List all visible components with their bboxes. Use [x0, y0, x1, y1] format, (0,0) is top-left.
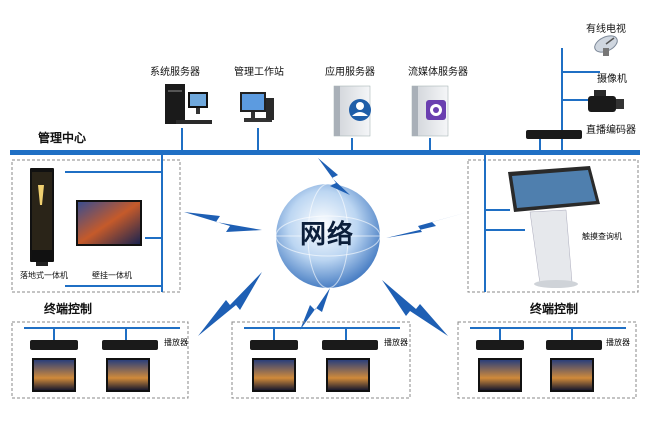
- terminal-control-title-right: 终端控制: [530, 302, 579, 316]
- system-server-label: 系统服务器: [150, 67, 200, 78]
- lightning-bolt-left: [184, 212, 262, 232]
- live-encoder-device: [526, 130, 582, 139]
- wall-mounted-display-icon: [76, 200, 142, 246]
- floor-standing-kiosk-icon: [30, 168, 54, 266]
- terminal-group-connectors: [24, 327, 626, 340]
- cable-tv-label: 有线电视: [586, 24, 626, 35]
- terminal-group-1-box: [11, 321, 189, 399]
- player-label-1: 播放器: [164, 338, 188, 347]
- desktop-computer-icon: [165, 84, 212, 124]
- terminal-screens: [32, 358, 594, 392]
- lightning-bolt-lower-center: [300, 288, 330, 330]
- live-encoder-label: 直播编码器: [586, 125, 636, 136]
- video-camera-icon: [588, 90, 624, 112]
- media-server-icon: [411, 85, 449, 137]
- lightning-bolts: [184, 158, 468, 336]
- app-server-icon: [333, 85, 371, 137]
- management-center-title: 管理中心: [38, 131, 87, 145]
- network-label: 网络: [300, 220, 355, 250]
- player-device: [250, 340, 298, 350]
- player-device: [476, 340, 524, 350]
- touch-kiosk-icon: [508, 166, 600, 288]
- media-server-label: 流媒体服务器: [408, 67, 468, 78]
- lightning-bolt-top: [318, 158, 350, 195]
- lightning-bolt-lower-right: [382, 280, 448, 336]
- player-label-2: 播放器: [384, 338, 408, 347]
- terminal-control-title-left: 终端控制: [44, 302, 93, 316]
- right-terminal-connectors: [484, 155, 525, 292]
- terminal-group-3-box: [457, 321, 637, 399]
- terminal-group-2-box: [231, 321, 411, 399]
- wall-mounted-label: 壁挂一体机: [92, 271, 132, 280]
- lightning-bolt-right: [386, 212, 468, 238]
- workstation-icon: [240, 92, 274, 122]
- camera-label: 摄像机: [597, 74, 627, 85]
- app-server-label: 应用服务器: [325, 67, 375, 78]
- workstation-label: 管理工作站: [234, 67, 284, 78]
- left-terminal-connectors: [65, 155, 163, 292]
- player-device: [546, 340, 602, 350]
- player-device: [322, 340, 378, 350]
- player-device: [102, 340, 158, 350]
- player-label-3: 播放器: [606, 338, 630, 347]
- main-bus-line: [10, 150, 640, 155]
- floor-standing-label: 落地式一体机: [20, 271, 68, 280]
- player-devices: [30, 340, 602, 350]
- kiosk-label: 触摸查询机: [582, 232, 622, 241]
- network-globe-icon: [275, 183, 381, 289]
- satellite-dish-icon: [594, 35, 618, 56]
- player-device: [30, 340, 78, 350]
- right-terminal-box: [467, 159, 639, 293]
- lightning-bolt-lower-left: [198, 272, 262, 336]
